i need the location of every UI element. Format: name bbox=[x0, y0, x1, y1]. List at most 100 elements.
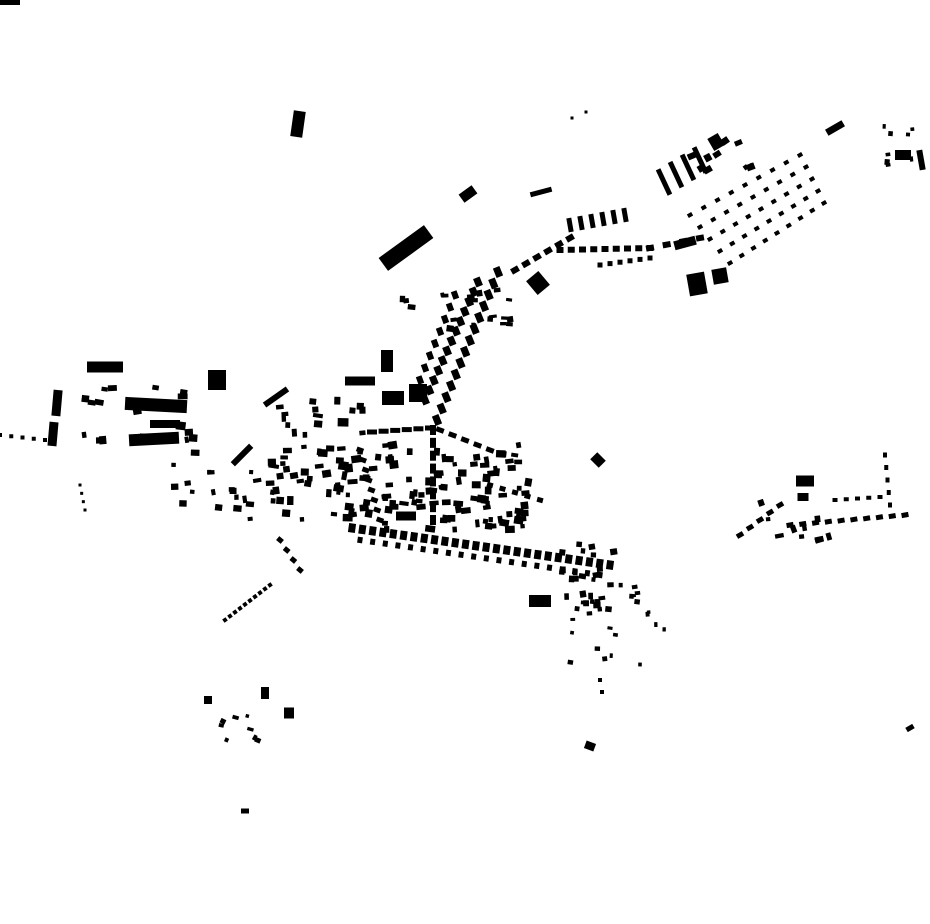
building bbox=[247, 597, 253, 604]
building bbox=[450, 368, 461, 381]
building bbox=[452, 526, 458, 533]
building bbox=[588, 592, 594, 600]
building bbox=[464, 334, 475, 347]
building bbox=[409, 531, 419, 542]
building bbox=[150, 420, 180, 428]
building bbox=[719, 136, 730, 146]
building bbox=[455, 476, 462, 486]
building bbox=[488, 516, 493, 523]
building bbox=[301, 444, 307, 450]
building bbox=[505, 321, 513, 327]
building bbox=[190, 449, 200, 456]
building bbox=[686, 151, 697, 161]
building bbox=[742, 164, 749, 171]
building bbox=[435, 426, 445, 434]
building bbox=[375, 516, 385, 524]
building bbox=[473, 276, 483, 288]
building bbox=[726, 260, 734, 266]
building bbox=[367, 429, 377, 435]
building bbox=[478, 300, 490, 313]
building bbox=[433, 447, 441, 456]
building bbox=[431, 414, 443, 426]
building bbox=[254, 736, 262, 744]
building bbox=[251, 734, 258, 741]
building bbox=[757, 206, 765, 212]
building bbox=[618, 582, 623, 588]
building bbox=[445, 302, 455, 312]
building bbox=[395, 542, 401, 549]
building bbox=[612, 632, 619, 637]
building bbox=[520, 501, 529, 510]
building bbox=[437, 355, 448, 367]
building bbox=[507, 464, 516, 472]
building bbox=[230, 443, 254, 467]
building bbox=[502, 545, 511, 556]
building bbox=[313, 420, 323, 428]
building bbox=[98, 435, 107, 445]
building bbox=[729, 240, 736, 247]
building bbox=[543, 551, 553, 562]
building bbox=[446, 324, 454, 333]
building bbox=[383, 526, 390, 533]
building bbox=[586, 611, 593, 616]
building bbox=[736, 201, 743, 208]
building bbox=[592, 571, 600, 579]
building bbox=[457, 469, 467, 477]
building bbox=[0, 0, 20, 5]
building bbox=[515, 441, 522, 449]
building bbox=[280, 455, 288, 460]
building bbox=[801, 523, 808, 532]
building bbox=[482, 504, 491, 511]
building bbox=[505, 297, 513, 302]
building bbox=[579, 246, 586, 253]
building bbox=[441, 293, 449, 298]
building bbox=[425, 477, 432, 486]
building bbox=[599, 211, 607, 227]
building bbox=[358, 524, 367, 535]
building bbox=[471, 322, 476, 328]
building bbox=[837, 517, 845, 524]
building bbox=[714, 197, 721, 203]
building bbox=[170, 483, 179, 490]
building bbox=[510, 265, 520, 275]
building bbox=[524, 477, 533, 487]
building bbox=[347, 478, 358, 485]
building bbox=[607, 582, 614, 588]
building bbox=[514, 459, 523, 465]
building bbox=[566, 217, 574, 233]
building bbox=[454, 505, 463, 514]
building bbox=[696, 163, 707, 173]
building bbox=[222, 617, 228, 623]
building bbox=[588, 213, 596, 229]
building bbox=[667, 160, 685, 189]
building bbox=[459, 306, 470, 317]
building bbox=[461, 539, 470, 550]
building bbox=[482, 473, 491, 483]
building bbox=[438, 484, 444, 490]
building bbox=[337, 418, 349, 427]
building bbox=[446, 335, 457, 347]
building bbox=[362, 498, 371, 506]
building bbox=[189, 489, 195, 495]
building bbox=[824, 518, 833, 525]
building bbox=[638, 662, 642, 667]
building bbox=[513, 546, 522, 557]
building bbox=[536, 496, 544, 504]
building bbox=[241, 808, 249, 814]
building bbox=[484, 486, 492, 495]
building bbox=[184, 436, 190, 444]
building bbox=[252, 477, 262, 484]
building bbox=[521, 490, 530, 496]
building bbox=[501, 316, 508, 320]
building bbox=[749, 194, 757, 200]
building bbox=[246, 726, 254, 732]
building bbox=[237, 605, 243, 612]
building bbox=[218, 722, 225, 728]
building bbox=[364, 508, 374, 519]
building bbox=[741, 182, 749, 188]
building bbox=[390, 427, 401, 433]
building bbox=[430, 437, 436, 448]
building bbox=[378, 428, 389, 434]
building bbox=[385, 482, 394, 488]
